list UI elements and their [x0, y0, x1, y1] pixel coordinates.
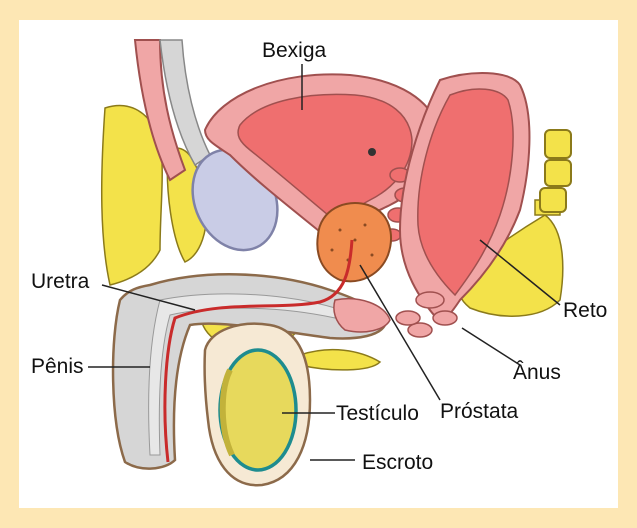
label-escroto: Escroto	[362, 452, 433, 473]
label-testiculo: Testículo	[336, 403, 419, 424]
label-bexiga: Bexiga	[262, 40, 326, 61]
label-penis: Pênis	[31, 356, 84, 377]
label-anus: Ânus	[513, 362, 561, 383]
leader-anus	[462, 328, 520, 365]
label-uretra: Uretra	[31, 271, 89, 292]
prostate	[317, 203, 391, 281]
label-reto: Reto	[563, 300, 607, 321]
ureter-opening	[368, 148, 376, 156]
sacrum	[540, 130, 571, 212]
label-prostata: Próstata	[440, 401, 518, 422]
bulb-tissue	[334, 299, 390, 332]
